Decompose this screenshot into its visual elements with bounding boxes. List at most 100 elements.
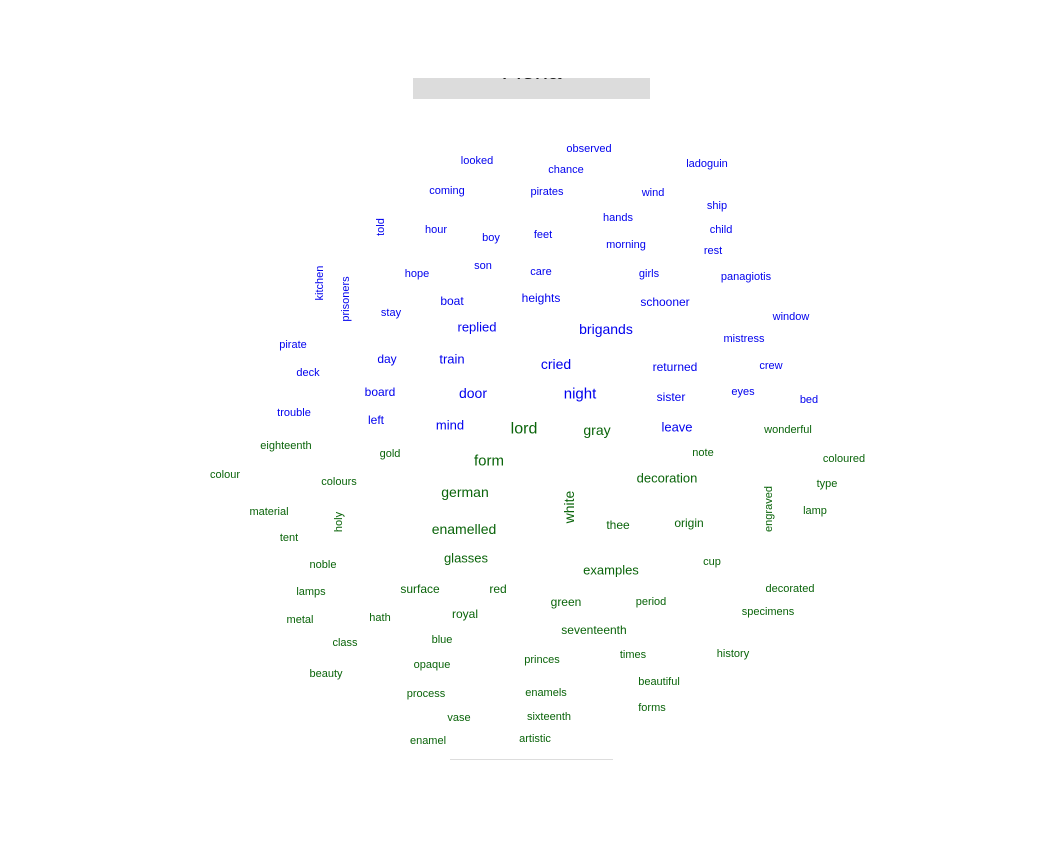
- word-times: times: [620, 649, 647, 661]
- word-leave: leave: [661, 420, 692, 435]
- word-wonderful: wonderful: [763, 424, 812, 436]
- word-blue: blue: [432, 634, 453, 646]
- word-ship: ship: [707, 200, 727, 212]
- word-hour: hour: [425, 224, 447, 236]
- word-girls: girls: [639, 268, 660, 280]
- word-pirate: pirate: [279, 339, 307, 351]
- word-artistic: artistic: [519, 733, 551, 745]
- word-german: german: [441, 484, 488, 500]
- word-holy: holy: [333, 511, 345, 532]
- word-trouble: trouble: [277, 407, 311, 419]
- word-princes: princes: [524, 654, 560, 666]
- word-class: class: [332, 637, 358, 649]
- word-colours: colours: [321, 476, 357, 488]
- word-white: white: [561, 490, 577, 524]
- word-origin: origin: [674, 516, 703, 530]
- word-beautiful: beautiful: [638, 676, 680, 688]
- word-vase: vase: [447, 712, 470, 724]
- word-gold: gold: [380, 448, 401, 460]
- word-lord: lord: [511, 421, 538, 438]
- word-material: material: [249, 506, 288, 518]
- word-wind: wind: [641, 187, 665, 199]
- word-decoration: decoration: [637, 471, 698, 486]
- word-beauty: beauty: [309, 668, 343, 680]
- word-care: care: [530, 266, 551, 278]
- word-red: red: [489, 582, 506, 596]
- word-deck: deck: [296, 367, 320, 379]
- word-prisoners: prisoners: [340, 276, 352, 322]
- word-hope: hope: [405, 268, 429, 280]
- word-gray: gray: [583, 422, 610, 438]
- word-forms: forms: [638, 702, 666, 714]
- word-door: door: [459, 385, 487, 401]
- word-period: period: [636, 596, 667, 608]
- word-noble: noble: [310, 559, 337, 571]
- word-mistress: mistress: [724, 333, 765, 345]
- chart-title: Fiona: [413, 78, 650, 86]
- word-boat: boat: [440, 294, 464, 308]
- chart-title-panel: Fiona: [413, 78, 650, 99]
- word-heights: heights: [522, 291, 561, 305]
- word-engraved: engraved: [763, 486, 775, 532]
- word-tent: tent: [280, 532, 298, 544]
- word-train: train: [439, 352, 464, 367]
- word-child: child: [710, 224, 733, 236]
- word-rest: rest: [704, 245, 722, 257]
- word-son: son: [474, 260, 492, 272]
- word-schooner: schooner: [640, 295, 689, 309]
- word-panagiotis: panagiotis: [721, 271, 772, 283]
- word-brigands: brigands: [579, 321, 633, 337]
- word-looked: looked: [461, 155, 493, 167]
- word-observed: observed: [566, 143, 611, 155]
- word-surface: surface: [400, 582, 440, 596]
- divider: [450, 759, 613, 760]
- word-colour: colour: [210, 469, 240, 481]
- word-note: note: [692, 447, 713, 459]
- word-night: night: [564, 386, 597, 403]
- word-bed: bed: [800, 394, 818, 406]
- word-left: left: [368, 413, 385, 427]
- word-enamel: enamel: [410, 735, 446, 747]
- word-eighteenth: eighteenth: [260, 440, 311, 452]
- word-told: told: [375, 218, 387, 236]
- word-returned: returned: [653, 360, 698, 374]
- word-lamps: lamps: [296, 586, 326, 598]
- word-kitchen: kitchen: [314, 266, 326, 301]
- word-decorated: decorated: [766, 583, 815, 595]
- word-crew: crew: [759, 360, 782, 372]
- word-stay: stay: [381, 307, 402, 319]
- word-type: type: [817, 478, 838, 490]
- word-hands: hands: [603, 212, 633, 224]
- word-glasses: glasses: [444, 551, 489, 566]
- word-day: day: [377, 352, 396, 366]
- word-opaque: opaque: [414, 659, 451, 671]
- word-specimens: specimens: [742, 606, 795, 618]
- word-sister: sister: [657, 390, 686, 404]
- word-board: board: [365, 385, 396, 399]
- word-form: form: [474, 453, 504, 470]
- word-chance: chance: [548, 164, 583, 176]
- word-feet: feet: [534, 229, 552, 241]
- word-mind: mind: [436, 418, 464, 433]
- word-examples: examples: [583, 563, 639, 578]
- word-window: window: [772, 311, 810, 323]
- word-pirates: pirates: [530, 186, 564, 198]
- word-hath: hath: [369, 612, 390, 624]
- word-enamels: enamels: [525, 687, 567, 699]
- word-sixteenth: sixteenth: [527, 711, 571, 723]
- word-morning: morning: [606, 239, 646, 251]
- word-replied: replied: [457, 320, 496, 335]
- word-ladoguin: ladoguin: [686, 158, 728, 170]
- word-cried: cried: [541, 356, 571, 372]
- word-history: history: [717, 648, 750, 660]
- word-thee: thee: [606, 518, 630, 532]
- word-coming: coming: [429, 185, 464, 197]
- word-coloured: coloured: [823, 453, 865, 465]
- word-metal: metal: [287, 614, 314, 626]
- word-process: process: [407, 688, 446, 700]
- word-green: green: [551, 595, 582, 609]
- word-eyes: eyes: [731, 386, 755, 398]
- word-royal: royal: [452, 607, 478, 621]
- word-cup: cup: [703, 556, 721, 568]
